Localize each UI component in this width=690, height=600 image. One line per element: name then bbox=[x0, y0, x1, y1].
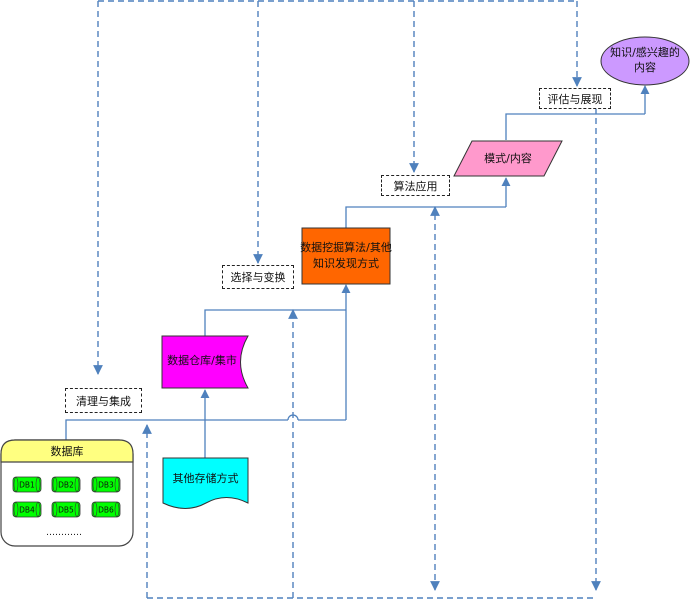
database-header bbox=[0, 439, 134, 463]
mining-label-line2: 知识发现方式 bbox=[313, 257, 379, 270]
db-cylinder-end bbox=[74, 502, 80, 517]
evaluate-label[interactable]: 评估与展现 bbox=[539, 88, 611, 109]
db-item-label: DB2 bbox=[58, 481, 74, 490]
step-mining bbox=[345, 206, 506, 228]
mining-box[interactable] bbox=[301, 227, 391, 285]
db-cylinder-end bbox=[52, 502, 58, 517]
feedback-lines bbox=[93, 0, 601, 599]
database-title: 数据库 bbox=[51, 444, 84, 458]
db-item[interactable]: DB1 bbox=[12, 476, 42, 493]
db-cylinder-end bbox=[114, 502, 120, 517]
other-storage-shape[interactable] bbox=[162, 457, 249, 509]
db-cylinder-icon bbox=[12, 476, 42, 493]
db-cylinder-icon bbox=[51, 476, 81, 493]
step-pattern bbox=[505, 113, 645, 140]
db-cylinder-end bbox=[35, 502, 41, 517]
db-item-label: DB5 bbox=[58, 506, 74, 515]
warehouse-shape[interactable] bbox=[161, 335, 249, 389]
db-item-label: DB4 bbox=[19, 506, 35, 515]
mining-label-line1: 数据挖掘算法/其他 bbox=[300, 241, 392, 255]
mining-label: 数据挖掘算法/其他 知识发现方式 bbox=[300, 236, 392, 276]
warehouse-label: 数据仓库/集市 bbox=[167, 354, 237, 368]
pattern-label: 模式/内容 bbox=[484, 152, 532, 166]
db-item[interactable]: DB2 bbox=[51, 476, 81, 493]
db-item[interactable]: DB3 bbox=[91, 476, 121, 493]
db-cylinder-end bbox=[52, 477, 58, 492]
db-cylinder-icon bbox=[12, 501, 42, 518]
db-item[interactable]: DB4 bbox=[12, 501, 42, 518]
database-ellipsis: ………… bbox=[46, 528, 82, 538]
db-cylinder-end bbox=[92, 502, 98, 517]
db-cylinder-end bbox=[92, 477, 98, 492]
db-cylinder-end bbox=[13, 502, 19, 517]
db-cylinder-end bbox=[35, 477, 41, 492]
knowledge-ellipse[interactable] bbox=[600, 36, 690, 86]
db-cylinder-end bbox=[114, 477, 120, 492]
other-storage-label: 其他存储方式 bbox=[172, 472, 239, 486]
knowledge-label: 知识/感兴趣的 内容 bbox=[603, 43, 687, 79]
db-cylinder-end bbox=[13, 477, 19, 492]
db-cylinder-icon bbox=[91, 476, 121, 493]
db-cylinder-icon bbox=[91, 501, 121, 518]
db-item[interactable]: DB6 bbox=[91, 501, 121, 518]
db-cylinder-icon bbox=[51, 501, 81, 518]
db-item-label: DB1 bbox=[19, 481, 35, 490]
db-item[interactable]: DB5 bbox=[51, 501, 81, 518]
knowledge-label-line1: 知识/感兴趣的 bbox=[610, 46, 680, 60]
apply-label[interactable]: 算法应用 bbox=[381, 175, 450, 196]
db-item-label: DB6 bbox=[98, 506, 114, 515]
pattern-shape[interactable] bbox=[453, 140, 563, 177]
step-lines bbox=[65, 85, 650, 458]
select-label[interactable]: 选择与变换 bbox=[222, 265, 294, 289]
db-item-label: DB3 bbox=[98, 481, 114, 490]
clean-label[interactable]: 清理与集成 bbox=[65, 388, 142, 413]
step-warehouse bbox=[204, 309, 346, 336]
knowledge-label-line2: 内容 bbox=[634, 61, 656, 74]
db-cylinder-end bbox=[74, 477, 80, 492]
step-bridge-hop bbox=[287, 414, 299, 421]
step-database-to-clean bbox=[65, 419, 288, 440]
